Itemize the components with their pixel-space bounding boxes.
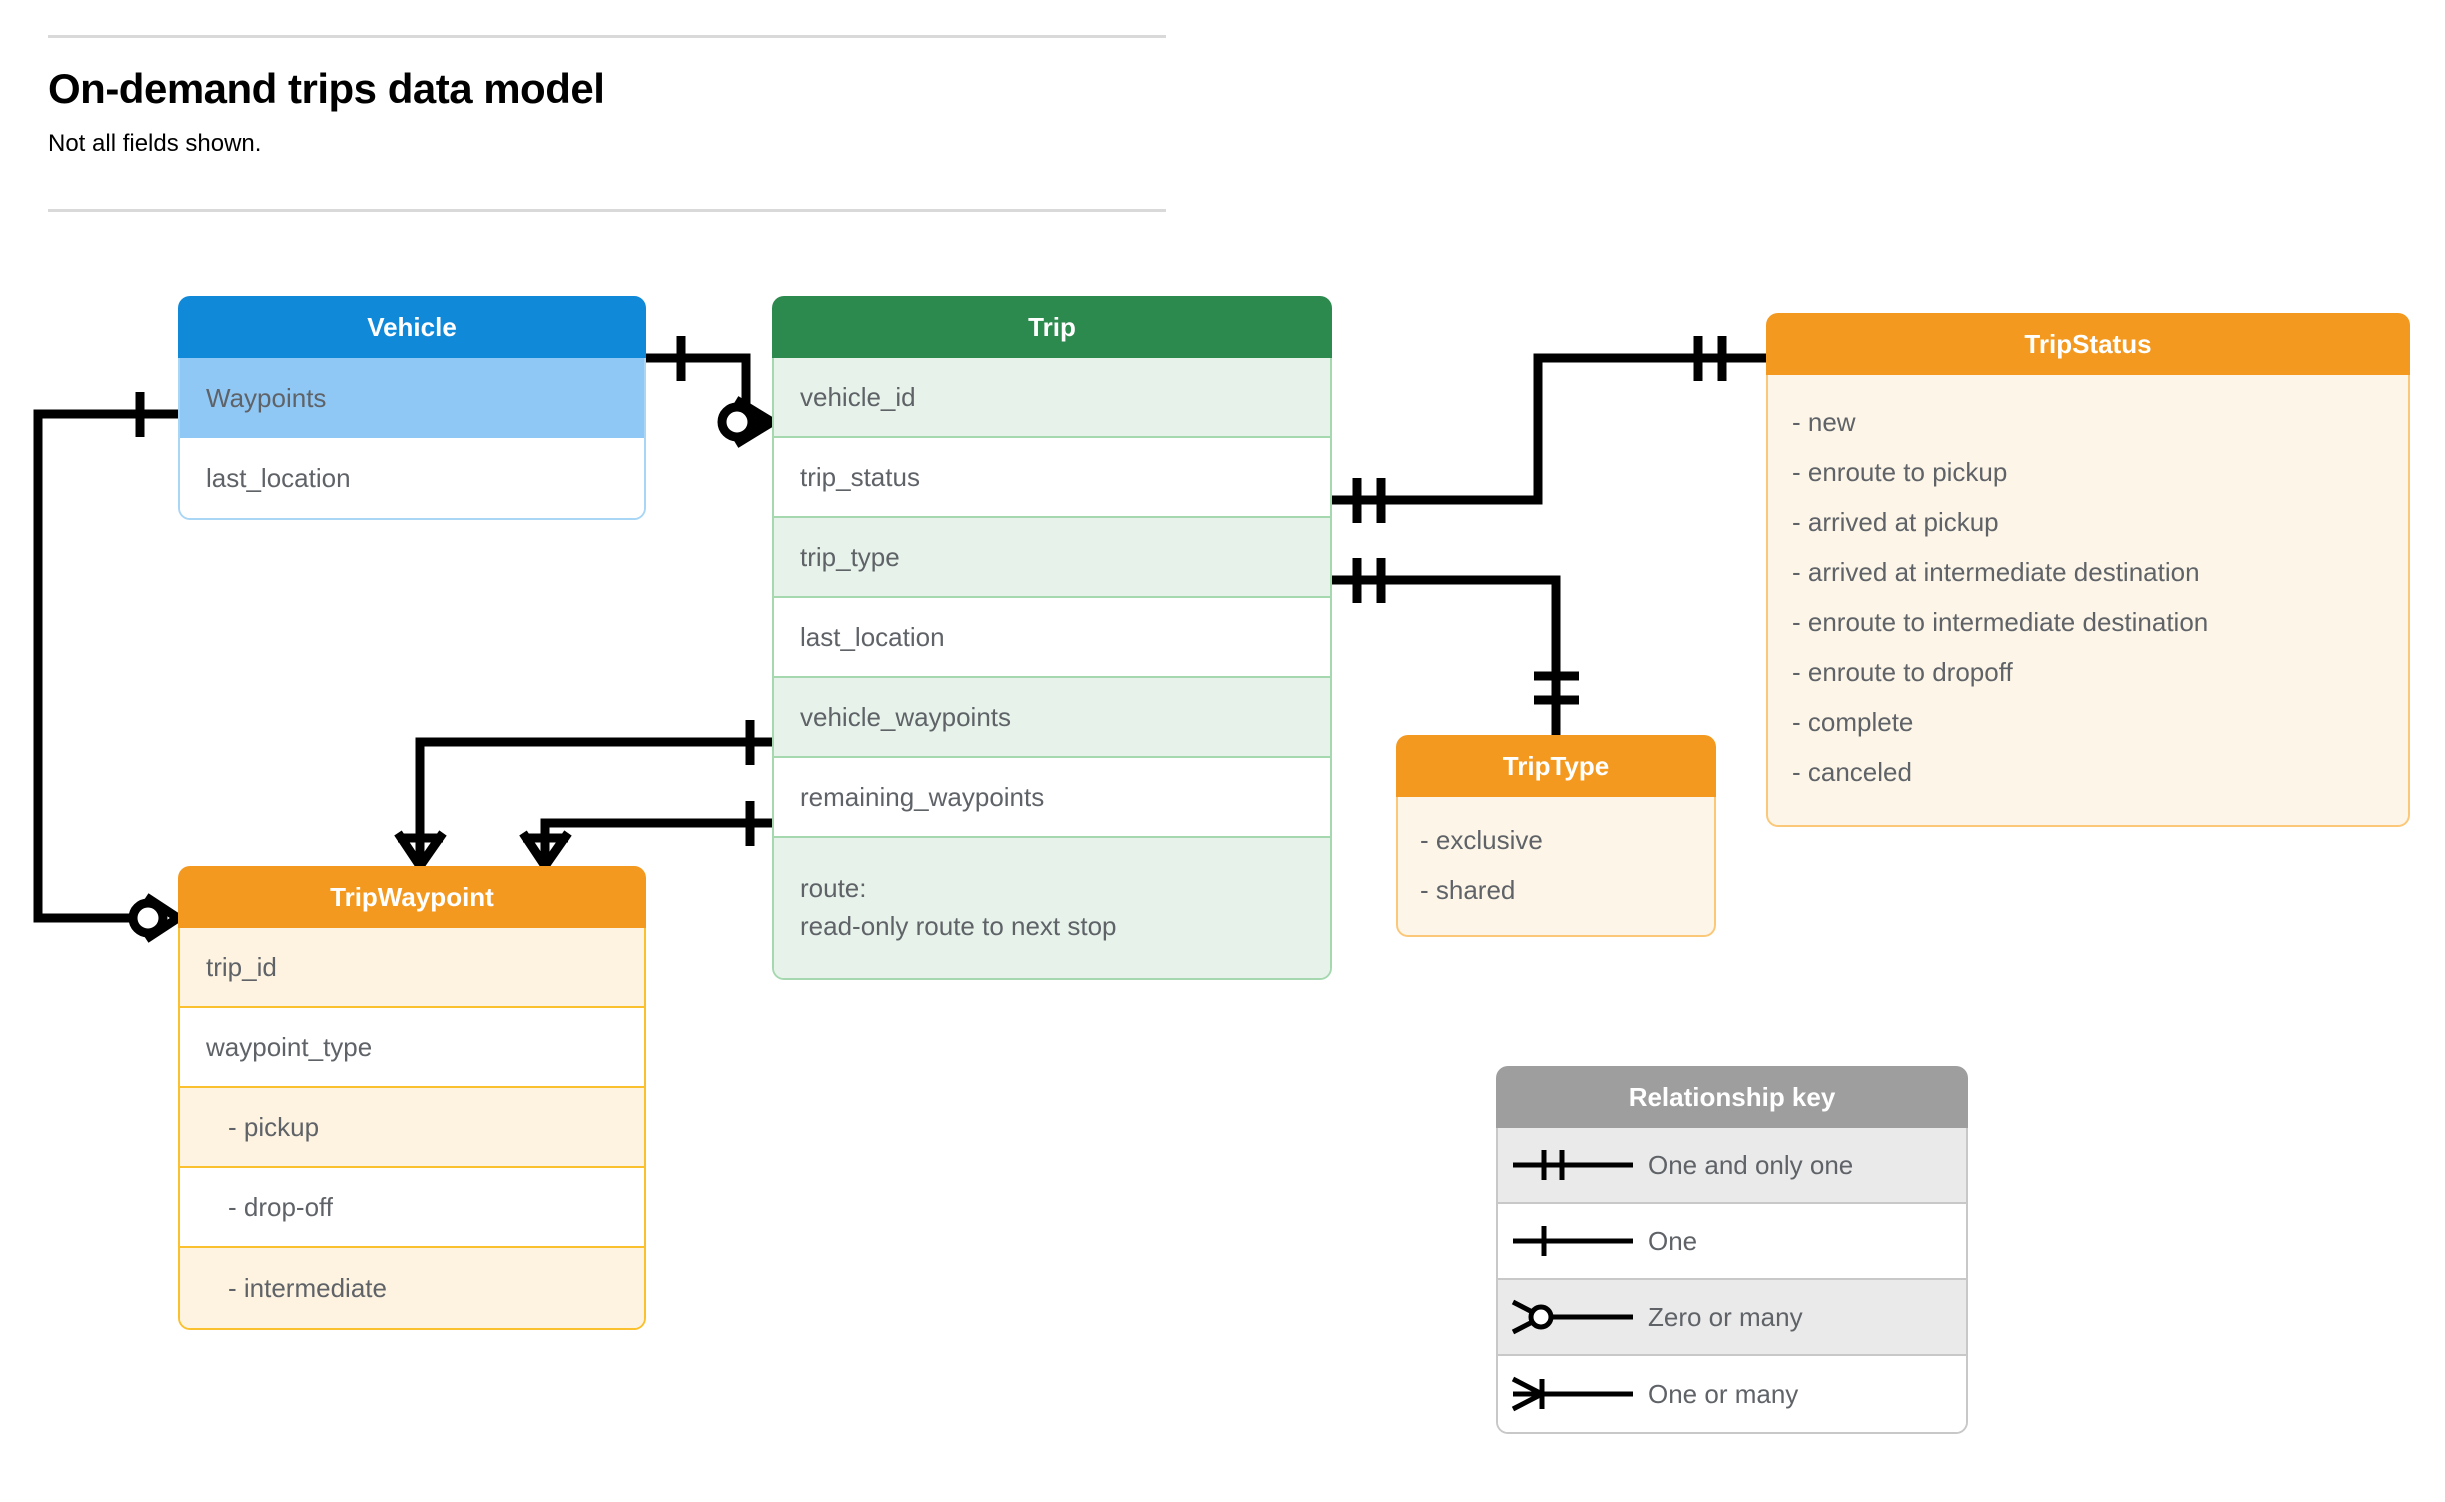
field-row-route[interactable]: route: read-only route to next stop [774, 838, 1330, 978]
entity-trip-type-title: TripType [1396, 735, 1716, 797]
entity-trip-fields: vehicle_id trip_status trip_type last_lo… [772, 358, 1332, 980]
enum-value: - arrived at pickup [1792, 506, 1999, 537]
enum-value: - enroute to pickup [1792, 456, 2008, 487]
field-row[interactable]: trip_id [180, 928, 644, 1008]
entity-trip-status-title: TripStatus [1766, 313, 2410, 375]
relationship-key-title: Relationship key [1496, 1066, 1968, 1128]
enum-value: - intermediate [180, 1248, 644, 1328]
entity-trip-waypoint-fields: trip_id waypoint_type - pickup - drop-of… [178, 928, 646, 1330]
field-row[interactable]: trip_type [774, 518, 1330, 598]
relationship-key-row: One [1498, 1204, 1966, 1280]
relationship-key-label: One [1648, 1225, 1698, 1256]
entity-trip-type[interactable]: TripType - exclusive - shared [1396, 735, 1716, 937]
field-route-label: route: [800, 873, 867, 904]
zero-or-many-icon [1498, 1292, 1648, 1342]
relationship-key-row: Zero or many [1498, 1280, 1966, 1356]
one-or-many-icon [1498, 1369, 1648, 1419]
field-row[interactable]: trip_status [774, 438, 1330, 518]
field-row[interactable]: Waypoints [180, 358, 644, 438]
relationship-key-label: One or many [1648, 1378, 1799, 1409]
relationship-key-row: One and only one [1498, 1128, 1966, 1204]
enum-value: - exclusive [1420, 824, 1543, 855]
field-row[interactable]: vehicle_id [774, 358, 1330, 438]
enum-value: - new [1792, 406, 1856, 437]
relationship-key-label: One and only one [1648, 1149, 1854, 1180]
relationship-key-label: Zero or many [1648, 1301, 1803, 1332]
page-subtitle: Not all fields shown. [48, 130, 262, 157]
entity-trip-waypoint-title: TripWaypoint [178, 866, 646, 928]
relationship-key-items: One and only one One [1496, 1128, 1968, 1434]
relationship-key-panel: Relationship key One and only one [1496, 1066, 1968, 1434]
entity-vehicle-title: Vehicle [178, 296, 646, 358]
enum-value: - enroute to intermediate destination [1792, 606, 2209, 637]
entity-trip[interactable]: Trip vehicle_id trip_status trip_type la… [772, 296, 1332, 980]
enum-value: - enroute to dropoff [1792, 656, 2013, 687]
enum-value: - pickup [180, 1088, 644, 1168]
entity-trip-waypoint[interactable]: TripWaypoint trip_id waypoint_type - pic… [178, 866, 646, 1330]
enum-value: - shared [1420, 874, 1516, 905]
field-route-note: read-only route to next stop [800, 911, 1117, 941]
enum-value: - drop-off [180, 1168, 644, 1248]
entity-vehicle-fields: Waypoints last_location [178, 358, 646, 520]
entity-vehicle[interactable]: Vehicle Waypoints last_location [178, 296, 646, 520]
field-row[interactable]: vehicle_waypoints [774, 678, 1330, 758]
entity-trip-status[interactable]: TripStatus - new - enroute to pickup - a… [1766, 313, 2410, 827]
enum-value: - arrived at intermediate destination [1792, 556, 2200, 587]
enum-value: - canceled [1792, 756, 1912, 787]
field-row[interactable]: last_location [774, 598, 1330, 678]
enum-value: - complete [1792, 706, 1914, 737]
field-row[interactable]: last_location [180, 438, 644, 518]
one-and-only-one-icon [1498, 1140, 1648, 1190]
entity-trip-status-values: - new - enroute to pickup - arrived at p… [1766, 375, 2410, 827]
field-row[interactable]: remaining_waypoints [774, 758, 1330, 838]
entity-trip-type-values: - exclusive - shared [1396, 797, 1716, 937]
page-title: On-demand trips data model [48, 65, 605, 112]
header-divider-bottom [48, 209, 1166, 212]
one-icon [1498, 1216, 1648, 1266]
relationship-key-row: One or many [1498, 1356, 1966, 1432]
field-row[interactable]: waypoint_type [180, 1008, 644, 1088]
entity-trip-title: Trip [772, 296, 1332, 358]
header-divider-top [48, 35, 1166, 38]
